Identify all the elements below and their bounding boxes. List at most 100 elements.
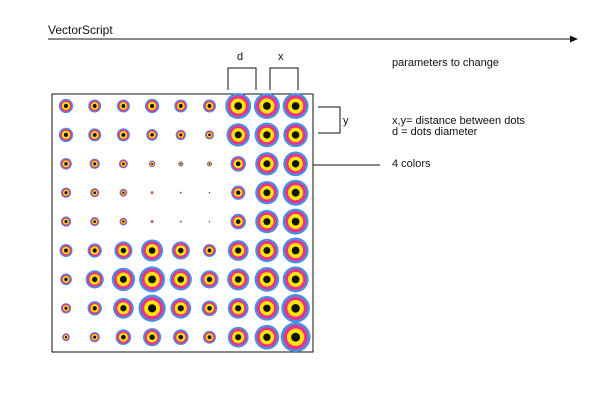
dot-ring	[92, 104, 97, 108]
dot	[179, 191, 182, 194]
dot-ring	[235, 247, 242, 254]
dot	[115, 329, 132, 346]
dot-ring	[64, 336, 68, 339]
dot	[225, 93, 252, 119]
dot	[58, 127, 74, 143]
dot	[170, 297, 192, 319]
dot	[179, 220, 182, 223]
dot	[227, 268, 250, 291]
dot	[60, 187, 72, 198]
dot	[254, 267, 280, 292]
dot	[90, 188, 100, 198]
dot	[143, 328, 162, 347]
dot	[226, 123, 250, 147]
dot	[203, 99, 216, 113]
dot-ring	[209, 221, 210, 223]
dot-ring	[93, 220, 97, 223]
dot	[58, 98, 74, 114]
dot-ring	[120, 247, 127, 254]
dot-ring	[235, 334, 242, 341]
dot	[144, 98, 160, 114]
dot-ring	[207, 104, 212, 108]
dot	[119, 217, 128, 226]
dot-ring	[263, 160, 271, 168]
dot	[254, 324, 280, 350]
dot	[201, 300, 218, 317]
dot-ring	[263, 275, 271, 284]
dot-ring	[263, 218, 271, 226]
dot	[174, 99, 188, 113]
dot	[255, 181, 279, 205]
dot-ring	[63, 132, 69, 138]
dot	[89, 332, 100, 343]
dot-ring	[93, 335, 97, 339]
dot-ring	[178, 104, 183, 108]
dot	[114, 241, 133, 260]
dot	[116, 99, 130, 113]
dot-ring	[93, 162, 97, 166]
dot-ring	[178, 334, 184, 340]
dot-ring	[178, 247, 184, 254]
dot	[116, 128, 130, 142]
dot-ring	[151, 192, 153, 194]
dot-ring	[235, 219, 241, 224]
dot	[90, 217, 100, 227]
x-bracket	[269, 67, 299, 90]
dot-ring	[208, 133, 211, 137]
dot	[60, 303, 72, 314]
dot	[203, 244, 216, 257]
dot	[171, 241, 190, 260]
dot-ring	[180, 221, 182, 223]
y-label: y	[343, 115, 349, 127]
dot	[255, 238, 279, 263]
dot	[60, 273, 72, 286]
dot	[62, 333, 70, 342]
dot	[208, 191, 211, 194]
dot-ring	[291, 275, 300, 284]
dot-ring	[122, 220, 125, 223]
dot-ring	[92, 132, 97, 137]
dot	[255, 209, 279, 234]
dot	[203, 330, 216, 344]
diagram-title: VectorScript	[48, 23, 113, 37]
dot-ring	[119, 275, 127, 283]
dot-ring	[121, 104, 126, 108]
dot	[282, 266, 309, 293]
dot	[59, 244, 73, 257]
dot	[87, 301, 102, 316]
dot-ring	[291, 246, 300, 255]
dot	[113, 297, 134, 319]
dot	[230, 156, 246, 172]
dot-ring	[291, 188, 300, 197]
dot-grid	[58, 93, 311, 353]
dot-ring	[206, 276, 213, 283]
dot-ring	[291, 217, 300, 226]
dot-ring	[64, 220, 68, 224]
dot-ring	[122, 191, 125, 194]
dot-ring	[151, 221, 153, 223]
dot-ring	[148, 275, 157, 284]
dot-ring	[92, 306, 97, 311]
dot	[175, 129, 186, 141]
dot-ring	[207, 335, 212, 340]
dot-ring	[263, 333, 271, 341]
dot-ring	[93, 191, 97, 195]
dot	[283, 122, 308, 148]
dot	[89, 158, 100, 169]
dot	[88, 128, 102, 142]
dot	[227, 326, 249, 348]
dot	[206, 161, 213, 167]
dot	[227, 240, 249, 261]
dot-ring	[235, 161, 241, 167]
dot	[85, 270, 104, 289]
dot-ring	[92, 248, 97, 253]
dot	[169, 268, 192, 291]
dot	[280, 322, 311, 353]
dot-ring	[179, 133, 183, 137]
dot	[178, 161, 184, 167]
dot	[254, 122, 280, 148]
dot	[283, 151, 308, 177]
dot-ring	[151, 162, 154, 165]
dot-ring	[149, 103, 155, 109]
